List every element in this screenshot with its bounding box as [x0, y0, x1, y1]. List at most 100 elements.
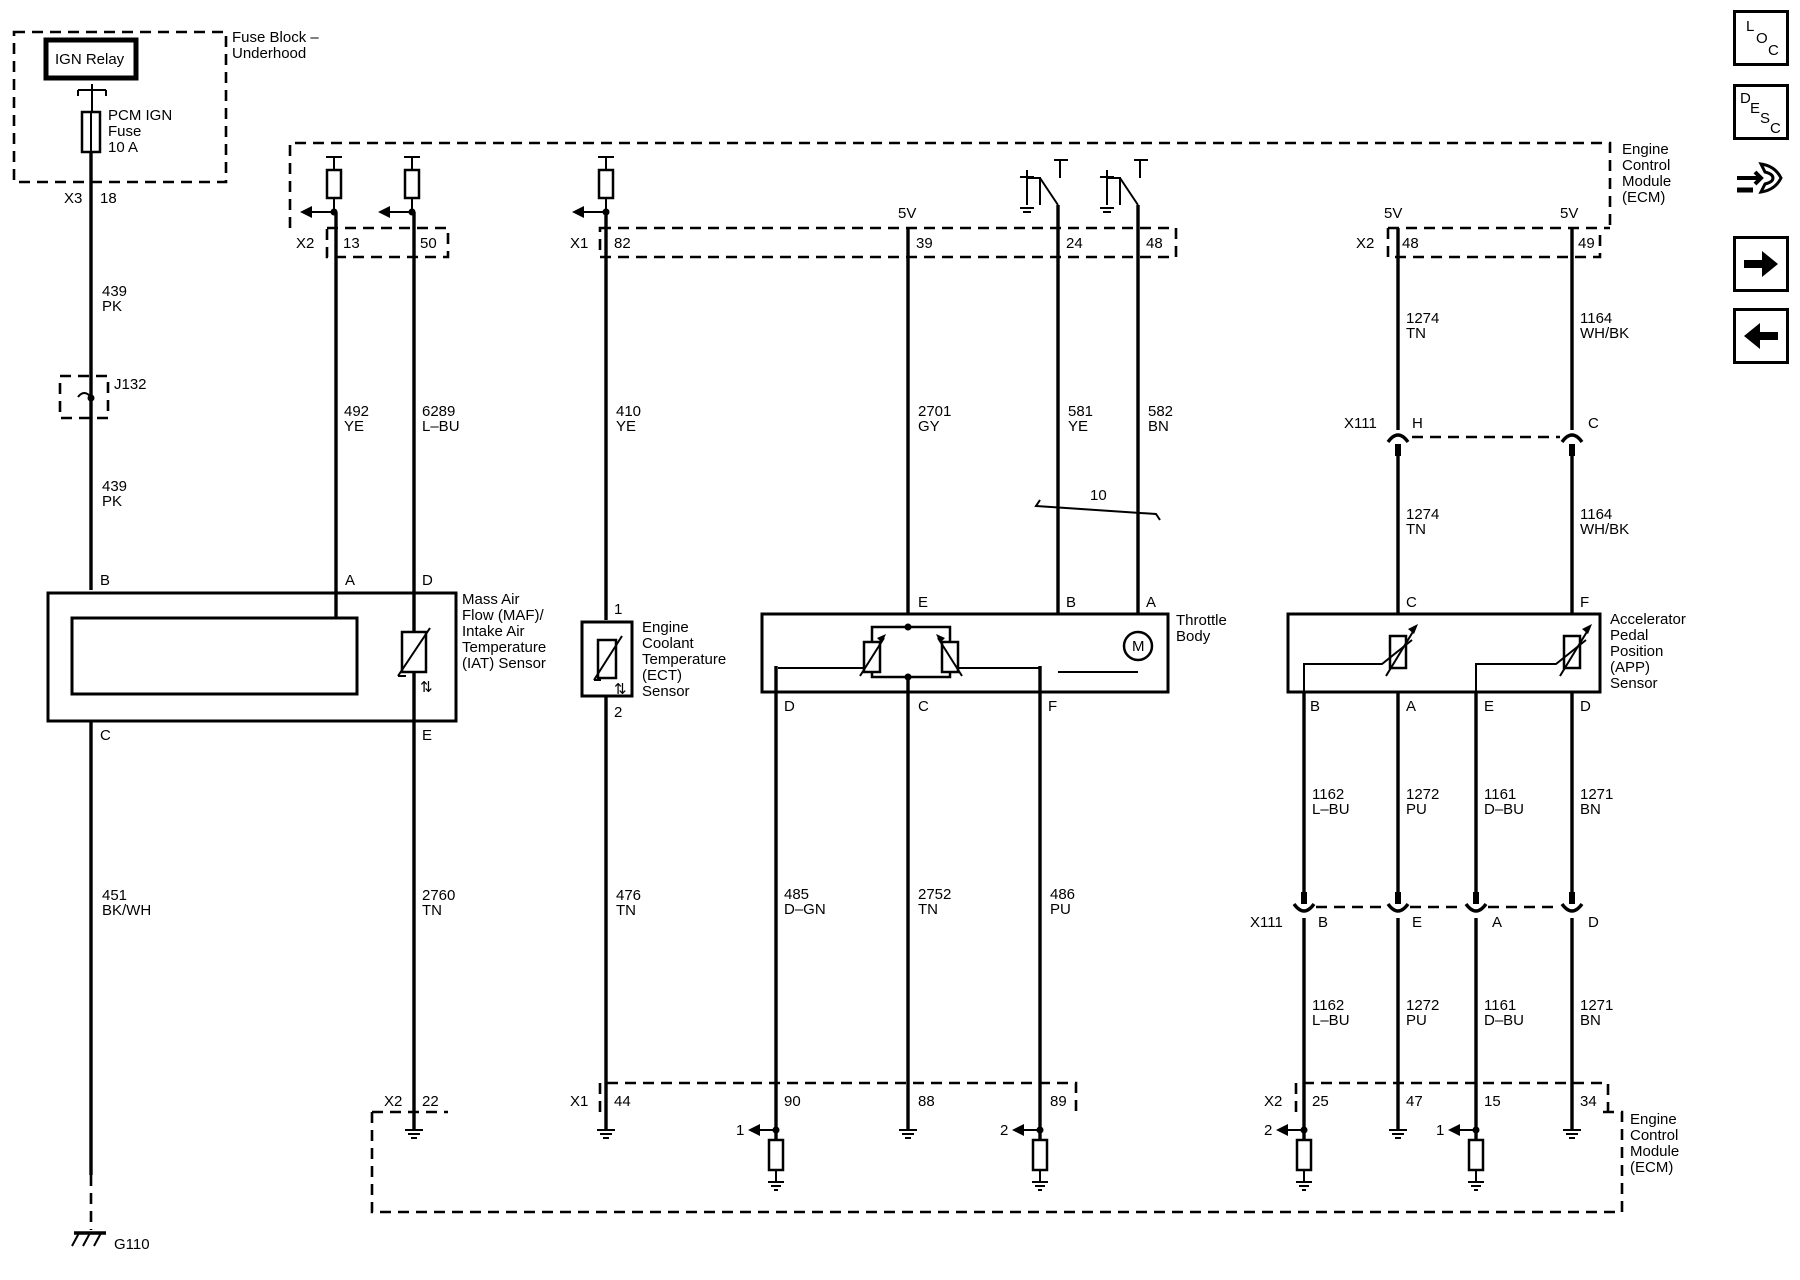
wire-color: TN: [918, 901, 938, 918]
throttle-motor-symbol: [1122, 630, 1154, 662]
app-pin-f: F: [1580, 594, 1589, 611]
ecm-grounds: [405, 1129, 1581, 1139]
description-button[interactable]: D E S C: [1733, 84, 1789, 140]
wire-label: 2701: [918, 403, 951, 420]
previous-page-button[interactable]: [1733, 308, 1789, 364]
wire-color: BN: [1580, 801, 1601, 818]
wire-label: 1271: [1580, 997, 1613, 1014]
wire-label: 1271: [1580, 786, 1613, 803]
wire-color: D–GN: [784, 901, 826, 918]
ecm-pin: 25: [1312, 1093, 1329, 1110]
svg-text:⇅: ⇅: [420, 679, 433, 696]
ecm-bottom-label-2: Control: [1630, 1127, 1678, 1144]
wire-color: WH/BK: [1580, 325, 1629, 342]
throttle-pin-d: D: [784, 698, 795, 715]
app-label-4: (APP): [1610, 659, 1650, 676]
wire-label: 2752: [918, 886, 951, 903]
fuse-block-underhood: Fuse Block – Underhood IGN Relay PCM IGN…: [12, 29, 319, 207]
location-button[interactable]: L O C: [1733, 10, 1789, 66]
connector-tools-button[interactable]: [1733, 154, 1789, 210]
ecm-pin: 44: [614, 1093, 631, 1110]
x111-pin-e: E: [1412, 914, 1422, 931]
ecm-pin: 24: [1066, 235, 1083, 252]
ecm-bottom-label-4: (ECM): [1630, 1159, 1673, 1176]
ecm-bottom: Engine Control Module (ECM) X2 X1 X2 22 …: [370, 1081, 1679, 1214]
maf-pin-d: D: [422, 572, 433, 589]
wire-color: TN: [422, 902, 442, 919]
ecm-res-ref: 1: [1436, 1122, 1444, 1139]
x111-top-pin-c: C: [1588, 415, 1599, 432]
wire-label: 492: [344, 403, 369, 420]
ecm-res-ref: 2: [1000, 1122, 1008, 1139]
ecm-pin: 15: [1484, 1093, 1501, 1110]
app-pin-b: B: [1310, 698, 1320, 715]
wire-color: PU: [1406, 801, 1427, 818]
throttle-pin-a: A: [1146, 594, 1156, 611]
wire-label: 1161: [1484, 786, 1516, 803]
wire-color: BN: [1148, 418, 1169, 435]
wire-color: WH/BK: [1580, 521, 1629, 538]
ecm-top-label-4: (ECM): [1622, 189, 1665, 206]
wire-label: 1164: [1580, 506, 1612, 523]
fuse-label-2: Fuse: [108, 123, 141, 140]
ecm-top-conn-x1: X1: [570, 235, 588, 252]
wire-label: 1162: [1312, 786, 1344, 803]
ecm-pin: 88: [918, 1093, 935, 1110]
app-pin-d: D: [1580, 698, 1591, 715]
wire-label: 581: [1068, 403, 1093, 420]
fuse-rating: 10 A: [108, 139, 138, 156]
fuse-block-title-2: Underhood: [232, 45, 306, 62]
arrow-right-icon: [1744, 251, 1778, 277]
splice-j132: J132: [58, 374, 147, 420]
twisted-pair-marker: 10: [1034, 487, 1161, 521]
ign-relay-box: [43, 37, 139, 81]
ecm-pin: 48: [1402, 235, 1419, 252]
wire-label: 439: [102, 478, 127, 495]
app-label: Accelerator: [1610, 611, 1686, 628]
ecm-pin: 13: [343, 235, 360, 252]
ecm-5v: 5V: [1560, 205, 1578, 222]
app-pin-c: C: [1406, 594, 1417, 611]
wire-label: 476: [616, 887, 641, 904]
throttle-pin-f: F: [1048, 698, 1057, 715]
maf-label-4: Temperature: [462, 639, 546, 656]
ign-relay-label: IGN Relay: [55, 51, 125, 68]
wire-color: TN: [1406, 521, 1426, 538]
ecm-pin: 48: [1146, 235, 1163, 252]
ecm-top-conn-x2b: X2: [1356, 235, 1374, 252]
wire-label: 1272: [1406, 997, 1439, 1014]
app-label-2: Pedal: [1610, 627, 1648, 644]
x111-top-pin-h: H: [1412, 415, 1423, 432]
maf-label: Mass Air: [462, 591, 520, 608]
ecm-top: Engine Control Module (ECM) X2 X1 X2 13 …: [288, 141, 1671, 259]
connector-x111-bottom: X111 B E A D: [1250, 892, 1599, 931]
throttle-body: M E B A D C F Throttle Body: [760, 594, 1227, 715]
wire-label: 1272: [1406, 786, 1439, 803]
throttle-pin-e: E: [918, 594, 928, 611]
maf-label-5: (IAT) Sensor: [462, 655, 546, 672]
ect-pin-1: 1: [614, 601, 622, 618]
next-page-button[interactable]: [1733, 236, 1789, 292]
connector-x111-top: X111 H C: [1344, 415, 1599, 456]
twist-label: 10: [1090, 487, 1107, 504]
ecm-top-label-3: Module: [1622, 173, 1671, 190]
wire-label: 1161: [1484, 997, 1516, 1014]
maf-pin-c: C: [100, 727, 111, 744]
wire-color: YE: [616, 418, 636, 435]
ect-label-5: Sensor: [642, 683, 690, 700]
fuse-pin-18: 18: [100, 190, 117, 207]
wire-label: 410: [616, 403, 641, 420]
maf-pin-a: A: [345, 572, 355, 589]
ecm-pin: 89: [1050, 1093, 1067, 1110]
app-label-5: Sensor: [1610, 675, 1658, 692]
ecm-pin: 90: [784, 1093, 801, 1110]
svg-text:⇅: ⇅: [614, 681, 627, 698]
ecm-top-conn-x2: X2: [296, 235, 314, 252]
desc-letter: D: [1740, 90, 1751, 107]
throttle-label: Throttle: [1176, 612, 1227, 629]
ecm-pin: 82: [614, 235, 631, 252]
fuse-connector-x3: X3: [64, 190, 82, 207]
x111-bottom-name: X111: [1250, 914, 1283, 931]
wire-label: 2760: [422, 887, 455, 904]
